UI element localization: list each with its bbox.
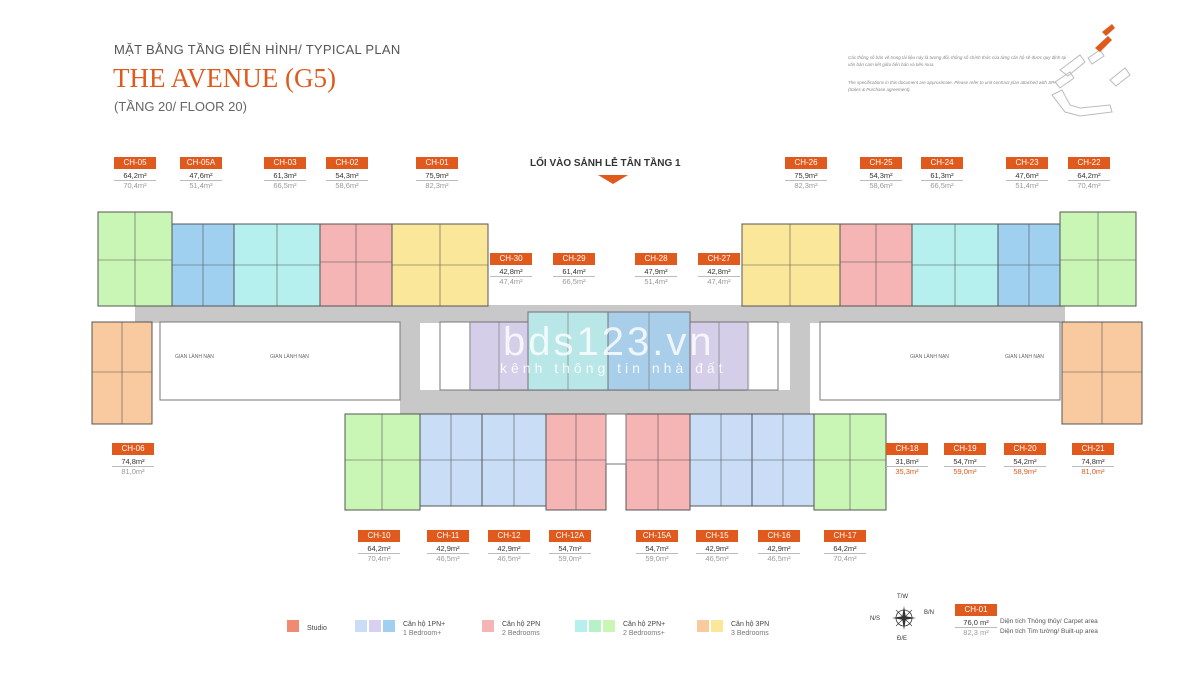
floor-label: (TẦNG 20/ FLOOR 20) [114, 99, 247, 114]
disclaimer-vi: Các thông số bản vẽ trong tài liệu này l… [848, 55, 1067, 67]
legend-1pn: Căn hộ 1PN+1 Bedroom+ [355, 620, 445, 638]
legend-studio: Studio [287, 620, 327, 633]
compass-west: N/S [870, 616, 881, 622]
compass-east: B/N [924, 610, 935, 616]
unit-ch10-plan [344, 413, 421, 511]
key-carpet-label: Diện tích Thông thủy/ Carpet area [1000, 618, 1098, 625]
refuge-label: GIAN LÀNH NẠN [910, 353, 949, 360]
refuge-label: GIAN LÀNH NẠN [270, 353, 309, 360]
corridor-notch [605, 413, 627, 465]
page-title: THE AVENUE (G5) [113, 63, 336, 93]
compass-north: T/W [897, 594, 908, 600]
watermark-subtext: kênh thông tin nhà đất [500, 360, 727, 376]
corridor [790, 305, 810, 413]
stair-core [439, 321, 471, 391]
disclaimer-en: The specifications in this document are … [848, 80, 1057, 92]
site-key-plan [1051, 24, 1131, 117]
entrance-arrow-icon [598, 175, 628, 184]
compass-south: Đ/E [897, 636, 908, 642]
refuge-area [819, 321, 1061, 401]
entrance-label: LỐI VÀO SẢNH LỄ TÂN TẦNG 1 [530, 158, 681, 169]
header-subtitle: MẶT BẰNG TẦNG ĐIỂN HÌNH/ TYPICAL PLAN [114, 42, 401, 57]
stair-core [747, 321, 779, 391]
legend-swatch [287, 620, 299, 632]
key-builtup-label: Diện tích Tim tường/ Built-up area [1000, 628, 1098, 635]
watermark-overlay [470, 308, 750, 390]
watermark-text: bds123.vn [503, 320, 715, 364]
corridor [400, 305, 420, 413]
legend-2pn-plus: Căn hộ 2PN+2 Bedrooms+ [575, 620, 665, 638]
refuge-label: GIAN LÀNH NẠN [175, 353, 214, 360]
refuge-area [159, 321, 401, 401]
corridor [400, 390, 810, 414]
refuge-label: GIAN LÀNH NẠN [1005, 353, 1044, 360]
compass-icon: T/W Đ/E N/S B/N [870, 590, 950, 650]
